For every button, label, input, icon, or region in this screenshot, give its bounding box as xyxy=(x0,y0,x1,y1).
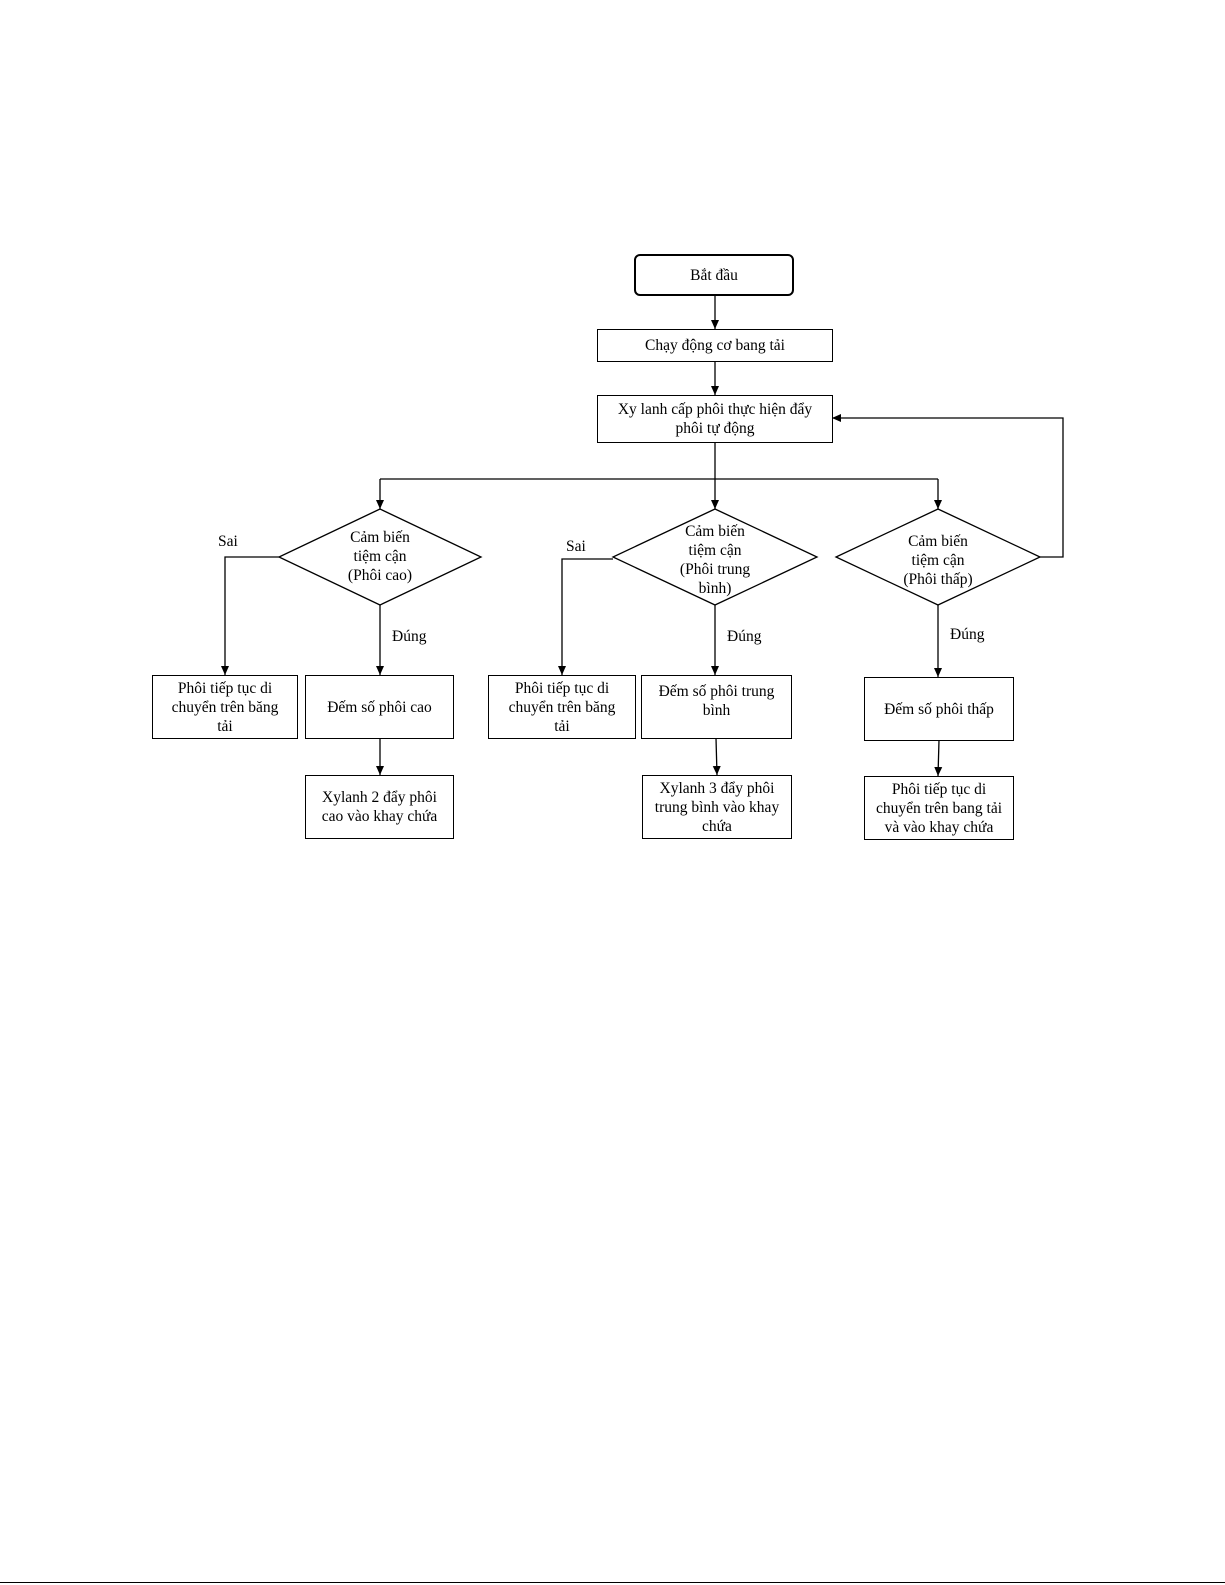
arrow-mid-false xyxy=(558,558,613,675)
count-high-label: Đếm số phôi cao xyxy=(327,698,432,716)
continue-low-box: Phôi tiếp tục di chuyển trên bang tải và… xyxy=(864,776,1014,840)
sensor-high-text: Cảm biến tiệm cận (Phôi cao) xyxy=(320,523,440,589)
continue-mid-box: Phôi tiếp tục di chuyển trên băng tải xyxy=(488,675,636,739)
cyl3-line1: Xylanh 3 đẩy phôi xyxy=(659,779,775,797)
cyl3-box: Xylanh 3 đẩy phôi trung bình vào khay ch… xyxy=(642,775,792,839)
count-mid-line2: bình xyxy=(702,702,731,719)
start-terminal: Bắt đầu xyxy=(634,254,794,296)
arrow-high-false xyxy=(221,556,279,675)
start-label: Bắt đầu xyxy=(690,266,738,284)
run-motor-label: Chạy động cơ bang tải xyxy=(645,337,785,354)
continue-high-box: Phôi tiếp tục di chuyển trên băng tải xyxy=(152,675,298,739)
cyl3-line3: chứa xyxy=(702,817,732,835)
label-true-low: Đúng xyxy=(950,626,985,643)
sensor-high-line1: Cảm biến xyxy=(350,528,410,546)
feed-cylinder-line2: phôi tự động xyxy=(675,420,755,437)
cyl2-box: Xylanh 2 đẩy phôi cao vào khay chứa xyxy=(305,775,454,839)
sensor-mid-text: Cảm biến tiệm cận (Phôi trung bình) xyxy=(655,521,775,599)
sensor-low-line2: tiệm cận xyxy=(911,551,965,569)
continue-mid-line1: Phôi tiếp tục di xyxy=(514,679,610,697)
feed-cylinder-line1: Xy lanh cấp phôi thực hiện đẩy xyxy=(617,401,813,418)
count-low-label: Đếm số phôi thấp xyxy=(884,700,994,718)
count-mid-line1: Đếm số phôi trung xyxy=(658,683,775,700)
sensor-low-line1: Cảm biến xyxy=(908,532,968,550)
feed-cylinder-box: Xy lanh cấp phôi thực hiện đẩy phôi tự đ… xyxy=(597,395,833,443)
count-high-box: Đếm số phôi cao xyxy=(305,675,454,739)
label-true-high: Đúng xyxy=(392,628,427,645)
continue-mid-line3: tải xyxy=(554,717,570,735)
label-false-mid: Sai xyxy=(566,538,586,555)
cyl2-line2: cao vào khay chứa xyxy=(321,808,438,825)
arrow-count-low-to-continue xyxy=(934,739,943,777)
continue-high-line2: chuyển trên băng xyxy=(171,698,279,716)
sensor-high-line2: tiệm cận xyxy=(353,547,407,565)
arrow-low-false-loop xyxy=(832,414,1064,558)
continue-high-line1: Phôi tiếp tục di xyxy=(177,679,273,697)
continue-mid-line2: chuyển trên băng xyxy=(508,698,616,716)
sensor-mid-line1: Cảm biến xyxy=(685,523,745,540)
count-low-box: Đếm số phôi thấp xyxy=(864,677,1014,741)
continue-low-line2: chuyển trên bang tải xyxy=(875,799,1003,817)
run-motor-box: Chạy động cơ bang tải xyxy=(597,329,833,362)
sensor-mid-line2: tiệm cận xyxy=(688,542,742,559)
cyl3-line2: trung bình vào khay xyxy=(654,798,780,816)
label-true-mid: Đúng xyxy=(727,628,762,645)
continue-high-line3: tải xyxy=(217,717,233,735)
sensor-mid-line3: (Phôi trung xyxy=(679,561,751,578)
continue-low-line1: Phôi tiếp tục di xyxy=(891,780,987,798)
count-mid-box: Đếm số phôi trung bình xyxy=(641,675,792,739)
page-bottom-rule xyxy=(0,1582,1225,1583)
cyl2-line1: Xylanh 2 đẩy phôi xyxy=(322,789,437,806)
sensor-low-line3: (Phôi thấp) xyxy=(903,570,973,588)
sensor-low-text: Cảm biến tiệm cận (Phôi thấp) xyxy=(878,529,998,591)
arrow-count-mid-to-cyl3 xyxy=(712,737,721,776)
label-false-high: Sai xyxy=(218,533,238,550)
sensor-high-line3: (Phôi cao) xyxy=(347,566,413,584)
sensor-mid-line4: bình) xyxy=(698,580,732,597)
continue-low-line3: và vào khay chứa xyxy=(884,818,994,836)
